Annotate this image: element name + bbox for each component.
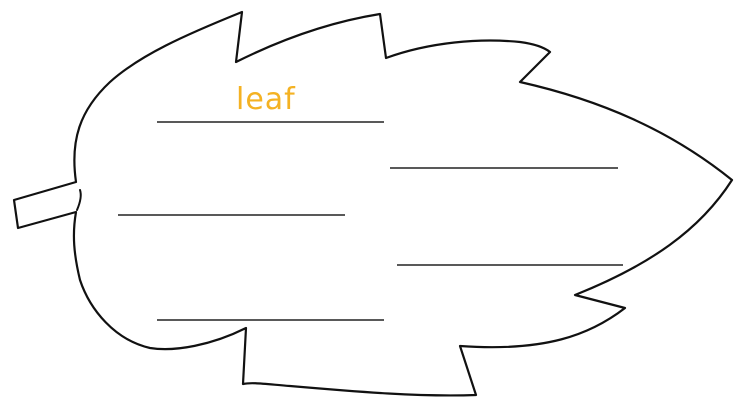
leaf-title-word: leaf	[236, 80, 296, 120]
leaf-outline	[14, 12, 732, 395]
